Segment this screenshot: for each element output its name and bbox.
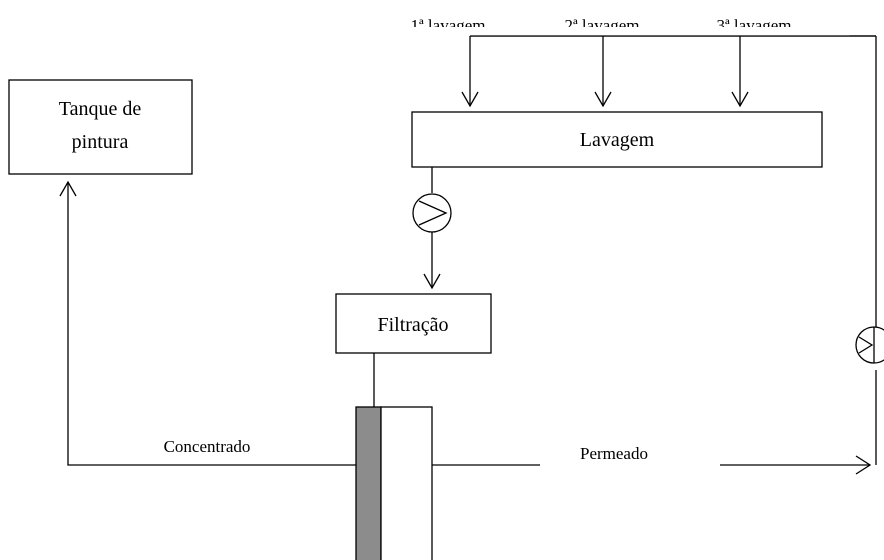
wash-label-mask: [380, 27, 850, 36]
concentrate-return-arrow: [59, 180, 356, 466]
filtration-box: [335, 293, 492, 354]
paint-tank-box: [8, 79, 193, 175]
paint-tank-label-line1: Tanque de: [59, 98, 142, 120]
wash-arrow-2: [594, 36, 612, 108]
filtration-label: Filtração: [377, 314, 448, 336]
paint-tank-label-line2: pintura: [72, 131, 129, 153]
filtration-feed-arrow: [423, 232, 441, 290]
membrane-permeate-side: [380, 406, 433, 560]
permeate-label: Permeado: [580, 444, 648, 463]
membrane-concentrate-side: [355, 406, 382, 560]
wash-arrow-1: [461, 36, 479, 108]
recycle-pump-icon: [855, 326, 884, 364]
permeate-label-mask: [540, 459, 720, 469]
washing-box: [411, 111, 823, 168]
concentrate-label-mask: [130, 452, 280, 462]
feed-pump-icon: [412, 193, 452, 233]
concentrate-label: Concentrado: [164, 437, 251, 456]
wash-arrow-3: [731, 36, 749, 108]
washing-label: Lavagem: [580, 129, 655, 151]
